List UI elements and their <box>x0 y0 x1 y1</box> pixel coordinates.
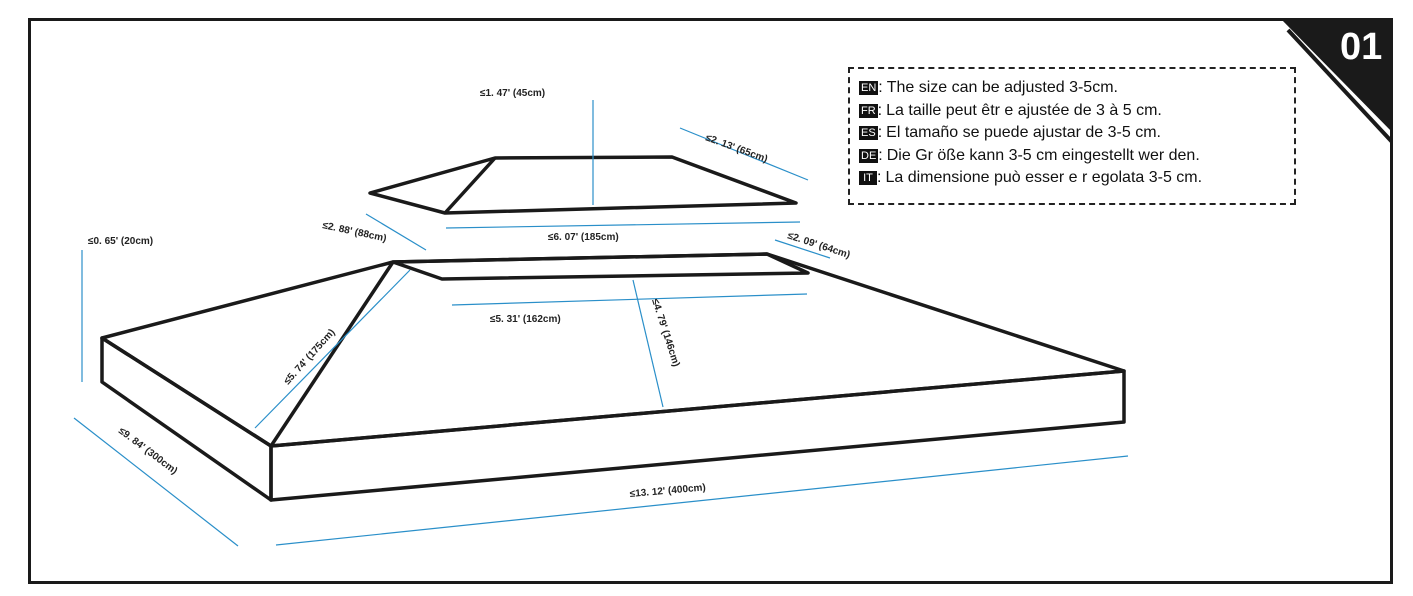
upper-canopy-outline <box>368 155 798 215</box>
dimension-labels: ≤1. 47' (45cm) ≤2. 13' (65cm) ≤2. 88' (8… <box>88 88 851 500</box>
corner-tab-stripe <box>1286 28 1393 145</box>
diagram-frame <box>28 18 1393 584</box>
lower-canopy-opening <box>391 252 810 281</box>
dim-line-hip-length <box>254 269 411 429</box>
dim-line-top-length <box>445 221 801 229</box>
page-number: 01 <box>1340 26 1383 68</box>
lower-canopy-hip-edge <box>269 261 395 447</box>
label-opening-length: ≤5. 31' (162cm) <box>490 314 561 325</box>
label-base-height: ≤0. 65' (20cm) <box>88 236 153 247</box>
label-top-side: ≤2. 13' (65cm) <box>704 132 769 165</box>
label-base-length: ≤13. 12' (400cm) <box>629 482 706 500</box>
size-note-box: EN:The size can be adjusted 3-5cm. FR:La… <box>848 67 1296 205</box>
dim-line-base-width <box>73 417 239 547</box>
dim-line-base-length <box>275 455 1129 546</box>
dim-line-top-front-depth <box>365 213 427 251</box>
dim-line-opening-length <box>451 293 808 306</box>
note-text-de: Die Gr öße kann 3-5 cm eingestellt wer d… <box>886 146 1200 164</box>
label-top-front-depth: ≤2. 88' (88cm) <box>321 220 387 244</box>
note-row-de: DE:Die Gr öße kann 3-5 cm eingestellt we… <box>859 145 1294 168</box>
dim-line-slope-length <box>632 279 664 408</box>
note-row-it: IT:La dimensione può esser e r egolata 3… <box>859 167 1294 190</box>
lang-tag-de: DE <box>859 148 879 163</box>
lang-tag-es: ES <box>859 126 878 141</box>
upper-canopy <box>368 155 798 215</box>
note-colon: : <box>877 124 883 142</box>
corner-tab-shape <box>1280 18 1393 133</box>
lang-tag-it: IT <box>859 171 877 186</box>
note-colon: : <box>877 101 883 119</box>
note-row-fr: FR:La taille peut êtr e ajustée de 3 à 5… <box>859 100 1294 123</box>
lang-tag-fr: FR <box>859 103 878 118</box>
note-text-es: El tamaño se puede ajustar de 3-5 cm. <box>886 124 1161 142</box>
note-text-en: The size can be adjusted 3-5cm. <box>886 79 1118 97</box>
note-colon: : <box>877 169 882 187</box>
dim-line-top-end <box>774 239 831 259</box>
lower-canopy <box>100 252 1126 502</box>
corner-tab <box>1280 18 1393 145</box>
dimension-lines <box>73 100 1129 547</box>
note-colon: : <box>878 79 883 97</box>
label-slope-length: ≤4. 79' (146cm) <box>649 298 681 369</box>
note-row-es: ES:El tamaño se puede ajustar de 3-5 cm. <box>859 122 1294 145</box>
note-colon: : <box>878 146 883 164</box>
label-top-length: ≤6. 07' (185cm) <box>548 232 619 243</box>
label-top-height: ≤1. 47' (45cm) <box>480 88 545 99</box>
upper-canopy-hip-edge <box>443 156 497 215</box>
lang-tag-en: EN <box>859 81 879 96</box>
note-text-it: La dimensione può esser e r egolata 3-5 … <box>885 169 1203 187</box>
lower-canopy-front-face <box>269 369 1126 502</box>
label-top-end: ≤2. 09' (64cm) <box>786 230 851 261</box>
dim-line-top-side <box>679 127 809 181</box>
note-row-en: EN:The size can be adjusted 3-5cm. <box>859 77 1294 100</box>
note-text-fr: La taille peut êtr e ajustée de 3 à 5 cm… <box>886 101 1162 119</box>
lower-canopy-left-face <box>100 336 273 502</box>
label-base-width: ≤9. 84' (300cm) <box>116 426 179 477</box>
